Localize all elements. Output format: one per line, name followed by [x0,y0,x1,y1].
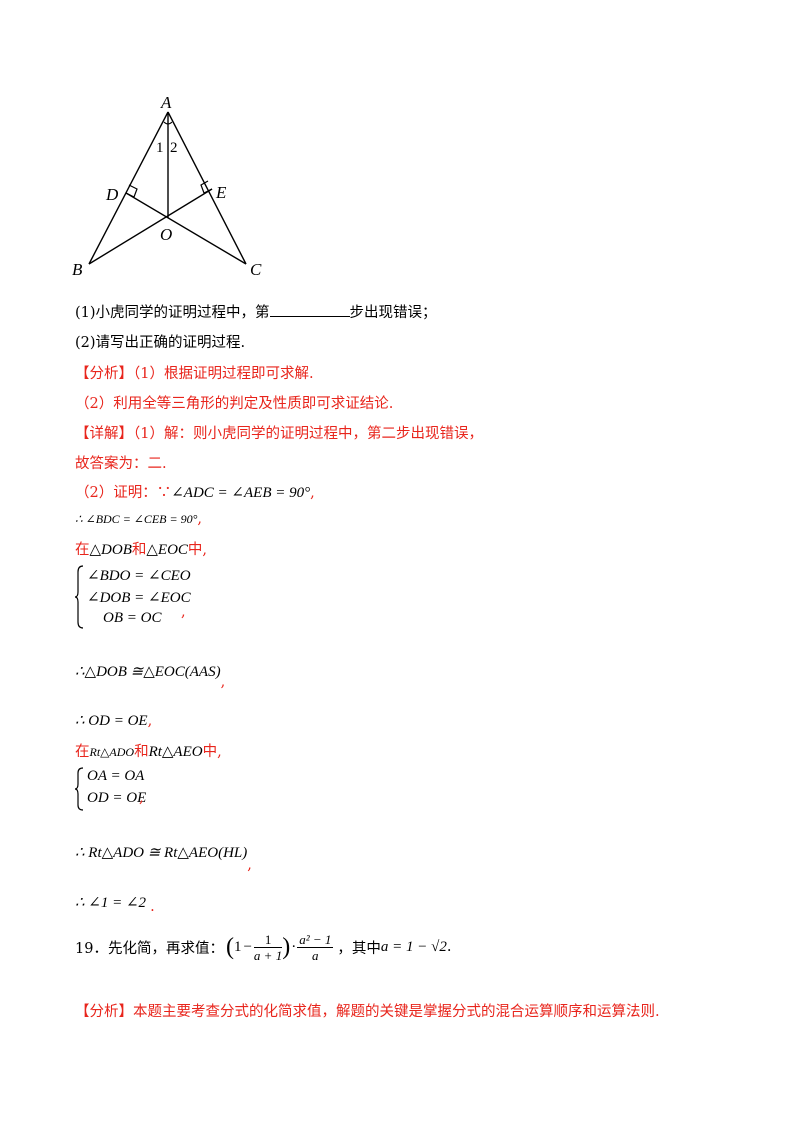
detail-line-1: 【详解】（1）解：则小虎同学的证明过程中，第二步出现错误， [75,426,483,442]
proof-step-2: ∴ OD = OE, [75,713,153,729]
proof-step-1: ∴ ∠BDC = ∠CEB = 90°, [75,511,203,527]
right-angle-mark-E [200,180,213,194]
system-1-row-2: ∠DOB = ∠EOC [87,590,191,606]
system-1-row-1: ∠BDO = ∠CEO [87,568,191,584]
segment-AC [167,111,247,265]
equation-system-2: OA = OA OD = OE , [75,766,195,812]
equation-system-1: ∠BDO = ∠CEO ∠DOB = ∠EOC OB = OC , [75,564,235,630]
label-A: A [160,93,172,112]
question-1-prefix: (1)小虎同学的证明过程中，第 [75,305,270,321]
question-1: (1)小虎同学的证明过程中，第 步出现错误； [75,301,437,322]
system-2-row-2: OD = OE [87,790,147,806]
segment-EB [88,188,213,265]
proof-start: （2）证明：∵∠ADC = ∠AEB = 90°, [75,485,315,501]
segment-DC [125,192,247,265]
brace-icon [75,565,84,629]
label-angle-2: 2 [170,140,178,156]
question-19: 19．先化简，再求值： ( 1 − 1 a + 1 ) · a² − 1 a ，… [75,931,452,963]
detail-tag: 【详解】 [75,426,133,442]
detail-line-2: 故答案为：二. [75,456,167,472]
fraction-1: 1 a + 1 [253,931,283,963]
triangle-figure: A B C D E O 1 2 [72,93,262,279]
system-1-row-3: OB = OC [103,610,162,626]
angle-arc-A [163,121,173,125]
system-2-row-1: OA = OA [87,768,145,784]
analysis-19: 【分析】本题主要考查分式的化简求值，解题的关键是掌握分式的混合运算顺序和运算法则… [75,1004,660,1020]
right-angle-mark-D [125,184,138,198]
in-triangles-1: 在△DOB和△EOC中, [75,542,208,558]
label-C: C [250,260,262,279]
proof-given: ∠ADC = ∠AEB = 90° [171,485,311,501]
question-19-prefix: 19．先化简，再求值： [75,940,224,957]
congruence-2: ∴ Rt△ADO ≅ Rt△AEO(HL), [75,845,252,873]
analysis-line-2: （2）利用全等三角形的判定及性质即可求证结论. [75,396,394,412]
analysis-tag: 【分析】 [75,366,133,382]
conclusion: ∴ ∠1 = ∠2. [75,895,155,915]
analysis-line-1: 【分析】（1）根据证明过程即可求解. [75,366,314,382]
analysis-19-tag: 【分析】 [75,1004,133,1020]
in-triangles-2: 在Rt△ADO和Rt△AEO中, [75,744,222,760]
question-2: (2)请写出正确的证明过程. [75,335,246,351]
congruence-1: ∴△DOB ≅△EOC(AAS), [75,664,226,690]
label-B: B [72,260,83,279]
value-expression: a = 1 − √2 [380,938,447,955]
question-1-suffix: 步出现错误； [349,305,437,321]
label-E: E [215,183,227,202]
label-O: O [160,225,172,244]
brace-icon [75,767,84,811]
fraction-2: a² − 1 a [297,931,334,963]
segment-AB [88,111,169,265]
label-angle-1: 1 [156,140,164,156]
answer-blank[interactable] [269,304,350,317]
label-D: D [105,185,119,204]
